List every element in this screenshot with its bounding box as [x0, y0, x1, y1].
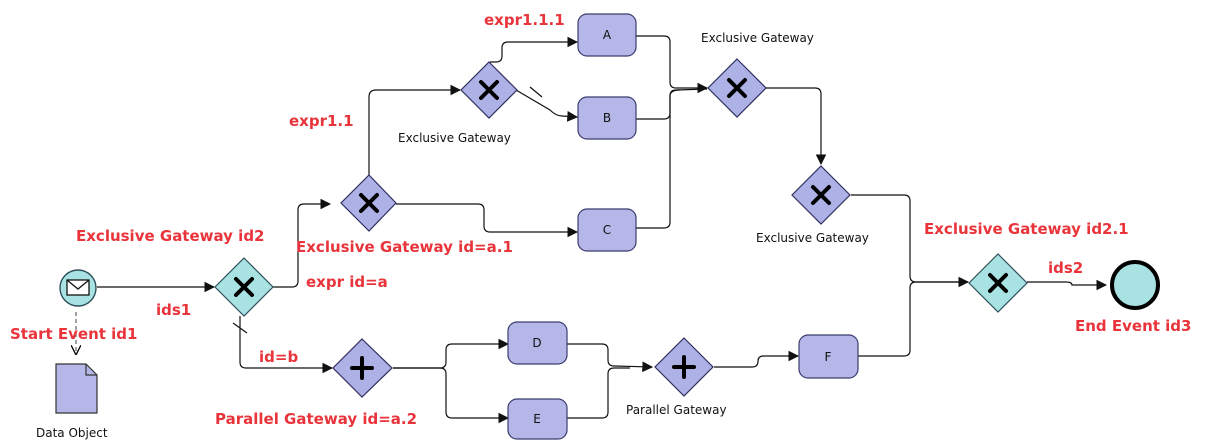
envelope-icon: [66, 279, 90, 296]
default-flow-slash: [232, 322, 248, 334]
parallel-plus-icon: [672, 355, 696, 379]
label-expr1-1: expr1.1: [289, 112, 354, 130]
end-event[interactable]: [1110, 260, 1160, 310]
exclusive-x-icon: [359, 193, 379, 213]
label-end-event: End Event id3: [1075, 317, 1191, 335]
exclusive-gateway-a1[interactable]: [340, 174, 397, 232]
parallel-gateway-join[interactable]: [654, 337, 714, 397]
flow-gwtop-to-b[interactable]: [515, 89, 579, 122]
task-a[interactable]: A: [577, 13, 637, 57]
sequence-flows: [76, 35, 1108, 424]
task-b[interactable]: B: [577, 96, 637, 140]
label-start-event: Start Event id1: [10, 325, 137, 343]
task-e-label: E: [533, 412, 541, 426]
exclusive-x-icon: [234, 277, 254, 297]
exclusive-x-icon: [727, 78, 747, 98]
exclusive-gateway-right[interactable]: [791, 165, 851, 225]
label-exclusive-gateway-a1: Exclusive Gateway id=a.1: [296, 238, 513, 256]
task-f-label: F: [825, 350, 832, 364]
label-exclusive-gateway-right: Exclusive Gateway: [756, 231, 869, 245]
flow-gw2-to-pga2[interactable]: [239, 316, 334, 374]
exclusive-x-icon: [479, 80, 499, 100]
task-f[interactable]: F: [798, 334, 859, 379]
label-ids2: ids2: [1048, 259, 1083, 277]
label-exclusive-gateway-id2: Exclusive Gateway id2: [76, 227, 265, 245]
flow-pgjoin-to-f[interactable]: [714, 350, 800, 368]
flow-gwa1-to-gwtop[interactable]: [368, 84, 462, 178]
task-a-label: A: [603, 28, 612, 42]
flow-c-to-gwmerge[interactable]: [636, 89, 681, 229]
label-expr-a: expr id=a: [306, 273, 388, 291]
flow-pga2-to-e[interactable]: [393, 367, 510, 424]
flow-e-to-pgjoin[interactable]: [567, 367, 630, 419]
exclusive-x-icon: [811, 185, 831, 205]
data-object-icon[interactable]: [55, 363, 98, 414]
flow-gwa1-to-c[interactable]: [396, 203, 579, 238]
flow-gwright-to-gw21[interactable]: [851, 194, 970, 288]
flow-gw2-to-gwa1[interactable]: [273, 198, 332, 288]
parallel-plus-icon: [350, 356, 374, 380]
parallel-gateway-a2[interactable]: [332, 338, 393, 398]
label-id-b: id=b: [259, 348, 298, 366]
flow-b-to-gwmerge[interactable]: [636, 88, 708, 120]
label-exclusive-gateway-top: Exclusive Gateway: [398, 131, 511, 145]
task-b-label: B: [603, 111, 611, 125]
label-exclusive-gateway-id2-1: Exclusive Gateway id2.1: [924, 220, 1129, 238]
exclusive-x-icon: [988, 273, 1008, 293]
task-c[interactable]: C: [577, 208, 637, 252]
exclusive-gateway-merge[interactable]: [707, 58, 767, 118]
label-expr1-1-1: expr1.1.1: [484, 11, 565, 29]
exclusive-gateway-id2-1[interactable]: [968, 253, 1028, 313]
label-ids1: ids1: [156, 301, 191, 319]
flow-f-to-gw21[interactable]: [858, 281, 968, 357]
flow-gwtop-to-a[interactable]: [490, 36, 579, 63]
start-event[interactable]: [59, 269, 97, 307]
label-parallel-gateway-join: Parallel Gateway: [626, 403, 727, 417]
flow-gwmerge-to-gwright[interactable]: [766, 87, 827, 166]
task-d[interactable]: D: [507, 321, 568, 365]
exclusive-gateway-id2[interactable]: [214, 257, 274, 317]
flow-gw21-to-end[interactable]: [1027, 279, 1108, 291]
label-parallel-gateway-a2: Parallel Gateway id=a.2: [215, 410, 417, 428]
default-flow-slash-2: [529, 86, 543, 98]
label-exclusive-gateway-merge: Exclusive Gateway: [701, 31, 814, 45]
task-d-label: D: [532, 336, 541, 350]
diagram-labels: Exclusive Gateway id2 Exclusive Gateway …: [10, 11, 1191, 440]
flow-d-to-pgjoin[interactable]: [567, 343, 654, 373]
task-c-label: C: [603, 223, 611, 237]
label-data-object: Data Object: [36, 426, 108, 440]
exclusive-gateway-top[interactable]: [460, 61, 518, 119]
flow-pga2-to-d[interactable]: [393, 338, 510, 369]
flow-a-to-gwmerge[interactable]: [636, 35, 709, 94]
task-e[interactable]: E: [507, 398, 568, 440]
